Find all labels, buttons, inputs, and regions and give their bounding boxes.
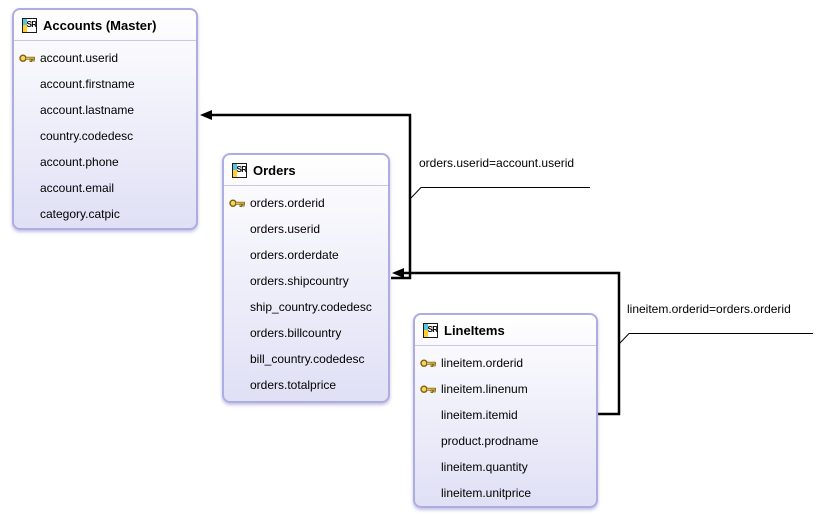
primary-key-icon — [229, 199, 245, 207]
field-row[interactable]: country.codedesc — [14, 123, 196, 149]
field-row[interactable]: lineitem.unitprice — [415, 480, 596, 506]
table-header-lineitems[interactable]: SR LineItems — [415, 315, 596, 346]
sr-badge-icon: SR — [232, 162, 247, 178]
field-name: orders.userid — [250, 222, 321, 236]
field-row[interactable]: account.lastname — [14, 97, 196, 123]
field-row[interactable]: bill_country.codedesc — [224, 346, 388, 372]
field-row[interactable]: orders.orderid — [224, 190, 388, 216]
sr-badge-stripe-yellow — [23, 25, 27, 32]
field-row[interactable]: orders.userid — [224, 216, 388, 242]
field-name: orders.orderdate — [250, 248, 339, 262]
field-name: orders.shipcountry — [250, 274, 349, 288]
field-row[interactable]: ship_country.codedesc — [224, 294, 388, 320]
field-name: orders.orderid — [250, 196, 325, 210]
field-name: lineitem.linenum — [441, 382, 528, 396]
sr-badge-text: SR — [427, 325, 438, 334]
table-title: Accounts (Master) — [43, 17, 157, 33]
field-name: lineitem.orderid — [441, 356, 524, 370]
field-row[interactable]: lineitem.itemid — [415, 402, 596, 428]
field-row[interactable]: lineitem.orderid — [415, 350, 596, 376]
table-title: Orders — [253, 162, 296, 178]
field-row[interactable]: orders.orderdate — [224, 242, 388, 268]
field-row[interactable]: account.email — [14, 175, 196, 201]
table-field-list: orders.orderid orders.userid orders.orde… — [224, 186, 388, 398]
table-header-orders[interactable]: SR Orders — [224, 155, 388, 186]
table-node-accounts[interactable]: SR Accounts (Master) account.userid acco… — [12, 8, 198, 230]
join-line-orders-accounts[interactable] — [210, 113, 412, 280]
field-name: lineitem.quantity — [441, 460, 528, 474]
sr-badge-stripe-cyan — [424, 323, 428, 330]
sr-badge-stripe-yellow — [233, 170, 237, 177]
sr-badge-stripe-cyan — [233, 163, 237, 170]
field-name: account.firstname — [40, 77, 135, 91]
field-row[interactable]: orders.shipcountry — [224, 268, 388, 294]
field-name: country.codedesc — [40, 129, 134, 143]
field-name: account.email — [40, 181, 115, 195]
field-name: lineitem.unitprice — [441, 486, 532, 500]
primary-key-icon — [420, 385, 436, 393]
label-leader-line-orders-accounts — [409, 187, 590, 200]
field-name: account.phone — [40, 155, 119, 169]
field-name: ship_country.codedesc — [250, 300, 372, 314]
primary-key-icon — [420, 359, 436, 367]
join-label-orders-accounts[interactable]: orders.userid=account.userid — [419, 156, 575, 170]
sr-badge-text: SR — [236, 165, 247, 174]
field-row[interactable]: product.prodname — [415, 428, 596, 454]
field-row[interactable]: account.userid — [14, 45, 196, 71]
field-row[interactable]: orders.billcountry — [224, 320, 388, 346]
field-name: category.catpic — [40, 207, 120, 221]
field-name: orders.billcountry — [250, 326, 342, 340]
sr-badge-stripe-yellow — [424, 330, 428, 337]
arrowhead-to-orders-icon — [392, 268, 404, 278]
table-node-orders[interactable]: SR Orders orders.orderid orders.userid o… — [222, 153, 390, 403]
table-header-accounts[interactable]: SR Accounts (Master) — [14, 10, 196, 41]
table-field-list: lineitem.orderid lineitem.linenum lineit… — [415, 346, 596, 506]
join-label-lineitems-orders[interactable]: lineitem.orderid=orders.orderid — [627, 302, 791, 316]
sr-badge-text: SR — [26, 20, 37, 29]
table-node-lineitems[interactable]: SR LineItems lineitem.orderid — [413, 313, 598, 508]
field-name: lineitem.itemid — [441, 408, 518, 422]
primary-key-icon — [19, 54, 35, 62]
arrowhead-to-accounts-icon — [200, 110, 212, 120]
field-row[interactable]: orders.totalprice — [224, 372, 388, 398]
field-row[interactable]: lineitem.quantity — [415, 454, 596, 480]
field-name: account.lastname — [40, 103, 135, 117]
field-row[interactable]: lineitem.linenum — [415, 376, 596, 402]
label-leader-line-lineitems-orders — [618, 333, 813, 345]
field-name: bill_country.codedesc — [250, 352, 365, 366]
sr-badge-icon: SR — [22, 17, 37, 33]
field-row[interactable]: account.firstname — [14, 71, 196, 97]
field-name: product.prodname — [441, 434, 539, 448]
field-name: orders.totalprice — [250, 378, 337, 392]
field-row[interactable]: account.phone — [14, 149, 196, 175]
field-row[interactable]: category.catpic — [14, 201, 196, 227]
table-title: LineItems — [444, 322, 505, 338]
field-name: account.userid — [40, 51, 119, 65]
table-field-list: account.userid account.firstname account… — [14, 41, 196, 227]
sr-badge-stripe-cyan — [23, 18, 27, 25]
sr-badge-icon: SR — [423, 322, 438, 338]
